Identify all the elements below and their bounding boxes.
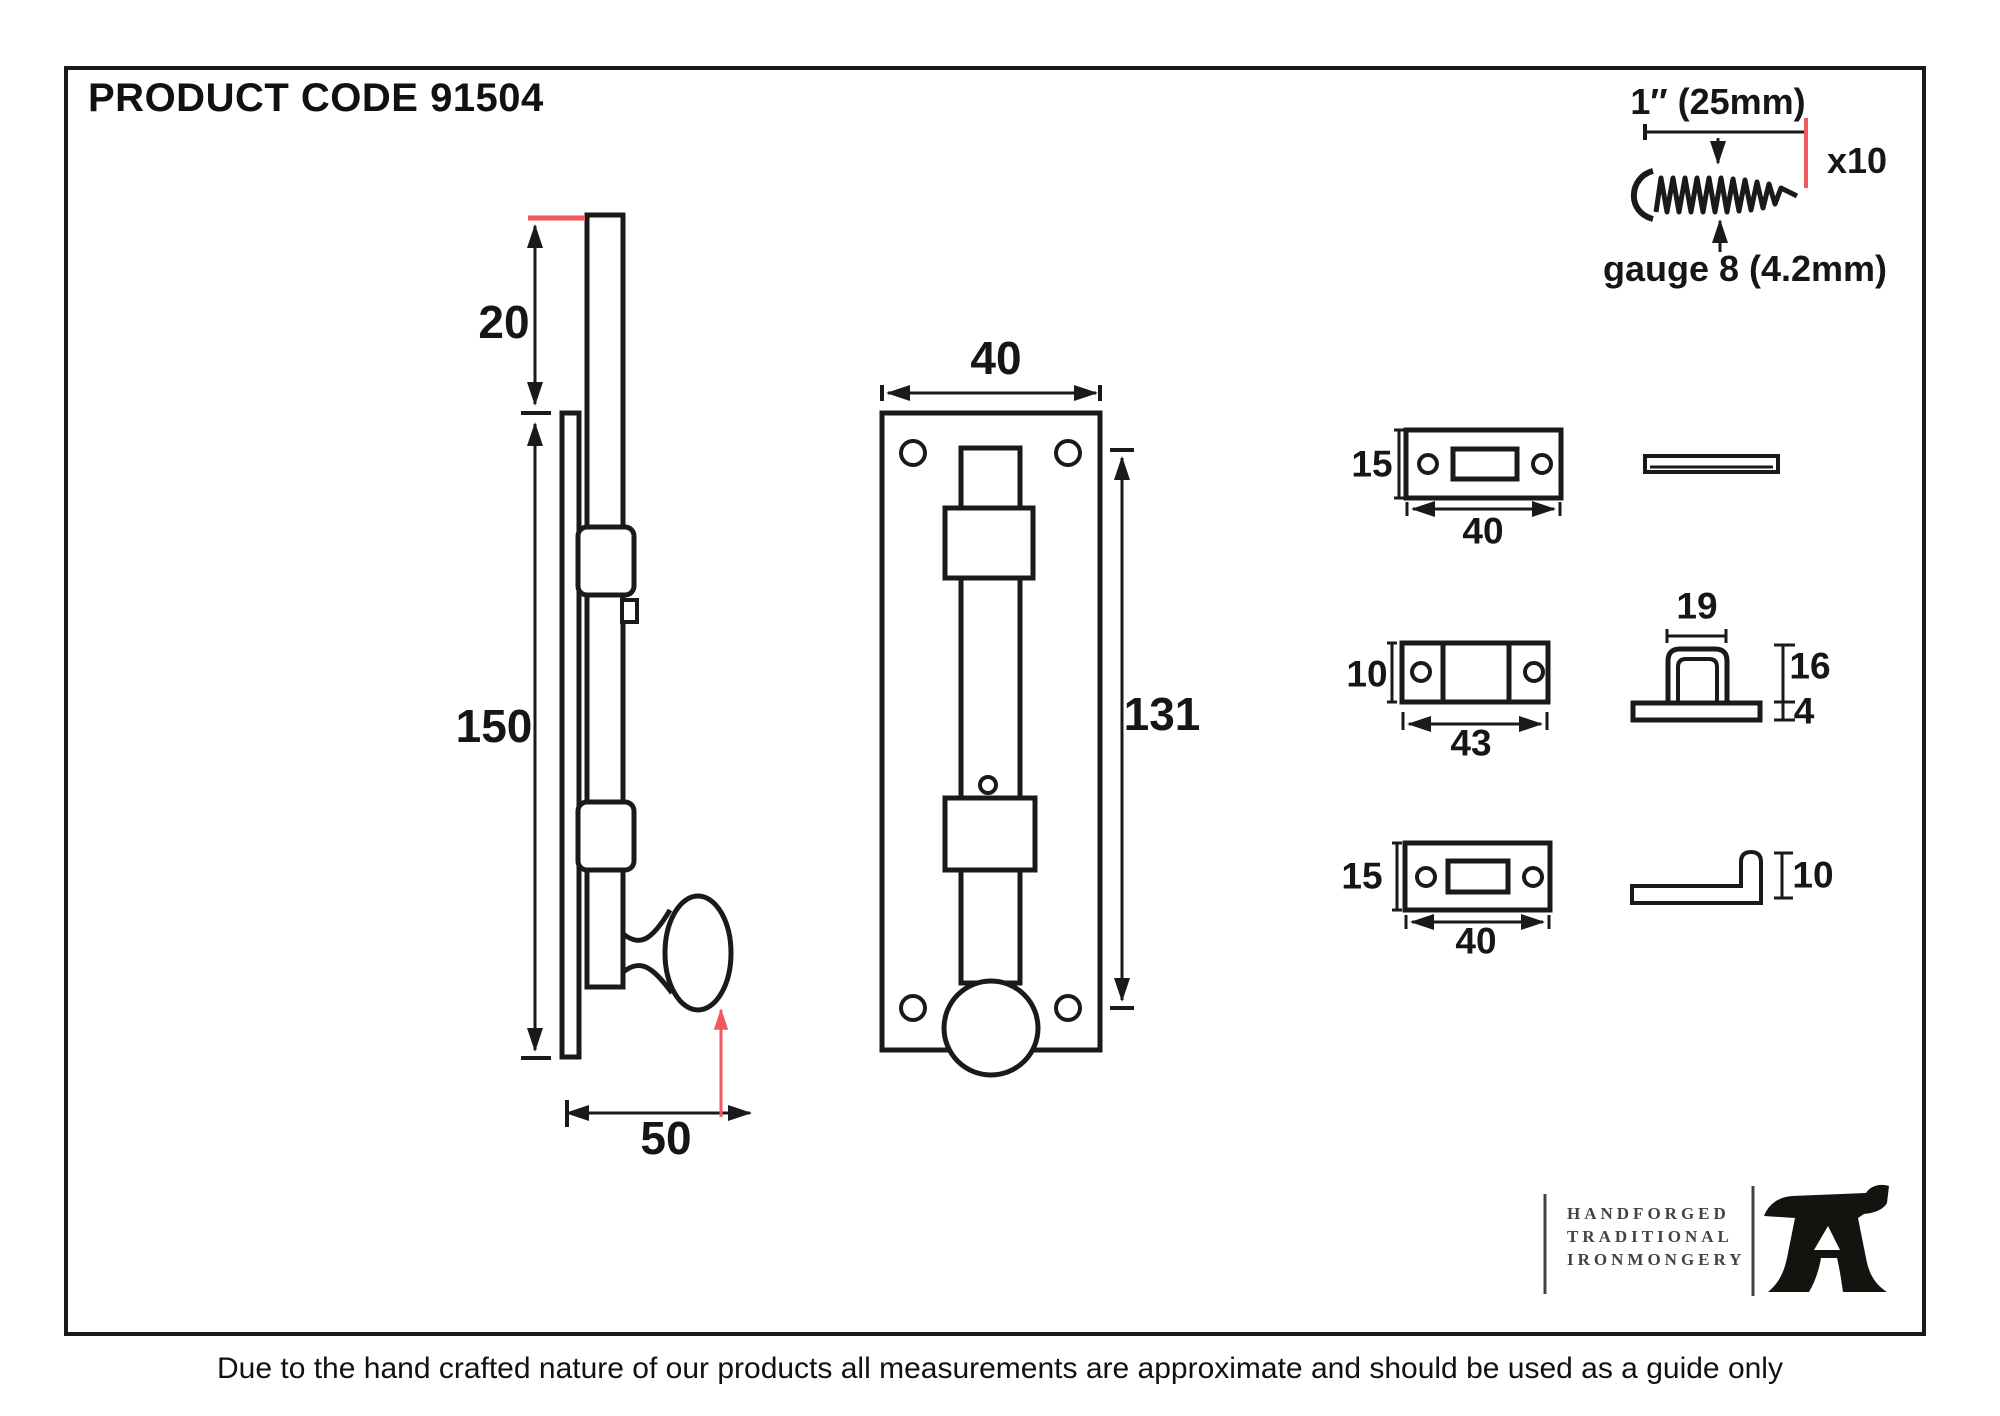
disclaimer-text: Due to the hand crafted nature of our pr…	[217, 1352, 1783, 1385]
keeper1-dim-40-label: 40	[1462, 510, 1504, 552]
front-lower-guide	[942, 795, 1038, 873]
side-dim-20-label: 20	[478, 296, 530, 348]
side-dim-150-label: 150	[455, 700, 533, 752]
side-dim-50-label: 50	[640, 1112, 692, 1164]
screw-hole	[1054, 994, 1082, 1022]
staple-loop-inner	[1676, 657, 1719, 703]
staple-base	[1630, 700, 1763, 723]
front-dim-40-label: 40	[970, 332, 1022, 384]
keeper1-hole	[1417, 453, 1439, 475]
anvil-icon-notch	[1814, 1226, 1840, 1250]
product-code-title: PRODUCT CODE 91504	[88, 76, 544, 120]
side-backplate	[559, 410, 582, 1060]
screw-head	[1630, 168, 1655, 222]
front-pin-dot	[978, 775, 998, 795]
keeper1-dim-15-label: 15	[1351, 443, 1393, 485]
logo-text-line3: IRONMONGERY	[1567, 1250, 1746, 1269]
keeper2-dim-43-label: 43	[1450, 722, 1492, 764]
screw-drawing	[1630, 118, 1808, 252]
screw-hole	[899, 439, 927, 467]
side-pin-stub	[620, 598, 639, 624]
keeper3-dim-40-label: 40	[1455, 920, 1497, 962]
keeper-flat-plate-row	[1394, 427, 1780, 517]
logo-graphics	[1543, 1184, 1889, 1296]
screw-gauge-label: gauge 8 (4.2mm)	[1602, 248, 1888, 289]
front-dim-131-label: 131	[1123, 688, 1201, 740]
keeper-staple-row	[1387, 629, 1795, 732]
side-upper-guide	[575, 524, 637, 598]
keeper1-plate	[1403, 427, 1564, 501]
keeper3-dim-15-label: 15	[1341, 855, 1383, 897]
staple-dim-19-label: 19	[1676, 585, 1718, 627]
screw-hole	[899, 994, 927, 1022]
side-knob-neck2	[620, 963, 675, 995]
side-view-drawing	[559, 212, 734, 1060]
logo-text-line1: HANDFORGED	[1567, 1204, 1730, 1223]
angle-bracket-profile	[1630, 849, 1763, 905]
front-view-dimensions	[880, 385, 1134, 1010]
keeper3-hole	[1522, 866, 1544, 888]
front-upper-guide	[942, 505, 1036, 581]
keeper2-plate	[1399, 640, 1551, 705]
side-view-dimensions	[521, 215, 752, 1127]
screw-threads	[1653, 175, 1799, 215]
staple-dim-16-label: 16	[1789, 645, 1831, 687]
keeper2-dim-10-label: 10	[1346, 653, 1388, 695]
logo-text-line2: TRADITIONAL	[1567, 1227, 1733, 1246]
keeper1-hole	[1531, 453, 1553, 475]
keeper3-slot	[1445, 858, 1511, 895]
angle-dim-10-label: 10	[1792, 854, 1834, 896]
screw-length-label: 1″ (25mm)	[1630, 81, 1806, 122]
screw-qty-label: x10	[1826, 140, 1888, 181]
front-knob	[941, 978, 1041, 1078]
keeper1-slot	[1450, 446, 1520, 482]
screw-hole	[1054, 439, 1082, 467]
side-lower-guide	[575, 799, 637, 873]
keeper2-hole	[1523, 661, 1545, 683]
front-view-drawing	[879, 410, 1103, 1078]
staple-loop-outer	[1665, 646, 1730, 703]
side-knob	[662, 893, 734, 1013]
staple-dim-4-label: 4	[1793, 690, 1815, 732]
keeper1-side-profile	[1643, 454, 1780, 474]
side-knob-neck	[620, 908, 673, 943]
keeper-angle-row	[1392, 840, 1793, 930]
keeper2-hole	[1410, 661, 1432, 683]
keeper3-plate	[1402, 840, 1553, 913]
keeper3-hole	[1415, 866, 1437, 888]
